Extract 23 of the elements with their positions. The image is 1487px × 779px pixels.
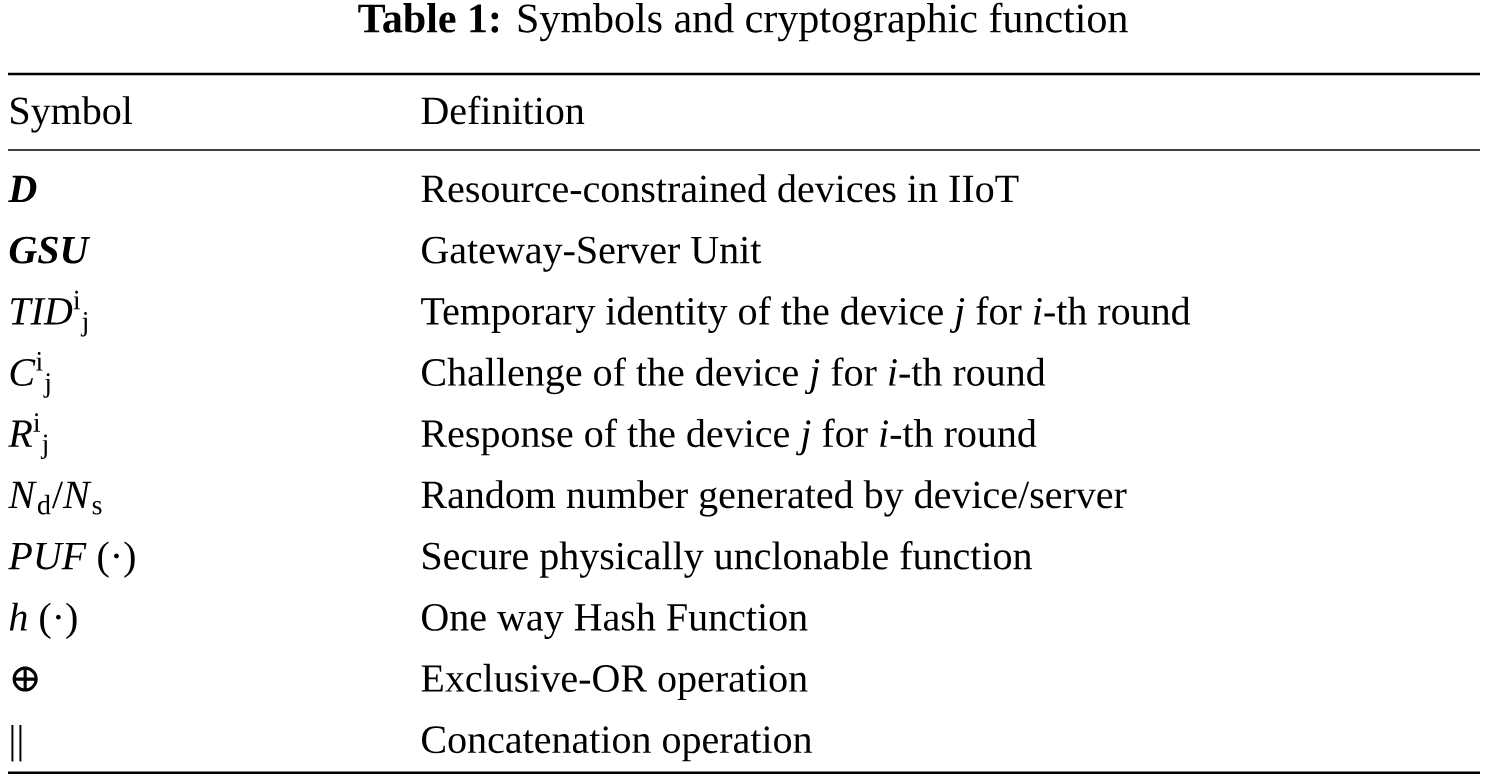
table-definition: Random number generated by device/server [421, 480, 1127, 517]
table-symbol: TID$^{i}$j [11, 290, 87, 337]
table-symbol: PUF (·) [8, 541, 135, 578]
table-symbol: ⊕ [12, 666, 38, 692]
table-symbol: D [8, 175, 37, 203]
table-symbol: R$^{i}$j [8, 413, 47, 459]
column-header: Symbol [11, 96, 133, 133]
column-header: Definition [421, 95, 585, 125]
table-title: Table 1: Symbols and cryptographic function [358, 2, 1128, 42]
table-symbol: h (·) [9, 602, 77, 639]
table-symbol: C$^{i}$j [10, 352, 50, 398]
table-definition: Gateway-Server Unit [422, 236, 762, 272]
table-definition: Resource-constrained devices in IIoT [421, 174, 1019, 203]
table-definition: Response of the device j for i-th round [421, 418, 1037, 456]
table-definition: Temporary identity of the device j for i-th round [421, 296, 1191, 333]
table-definition: Concatenation operation [422, 726, 812, 762]
table-definition: One way Hash Function [422, 602, 808, 639]
table-definition: Secure physically unclonable function [423, 541, 1032, 578]
table-definition: Challenge of the device j for i-th round [422, 357, 1046, 395]
table-symbol: || [11, 725, 22, 762]
table-definition: Exclusive-OR operation [421, 663, 808, 701]
table-symbol: N$_{d}$/N$_{s}$ [8, 481, 102, 515]
table-symbol: GSU [9, 236, 91, 264]
